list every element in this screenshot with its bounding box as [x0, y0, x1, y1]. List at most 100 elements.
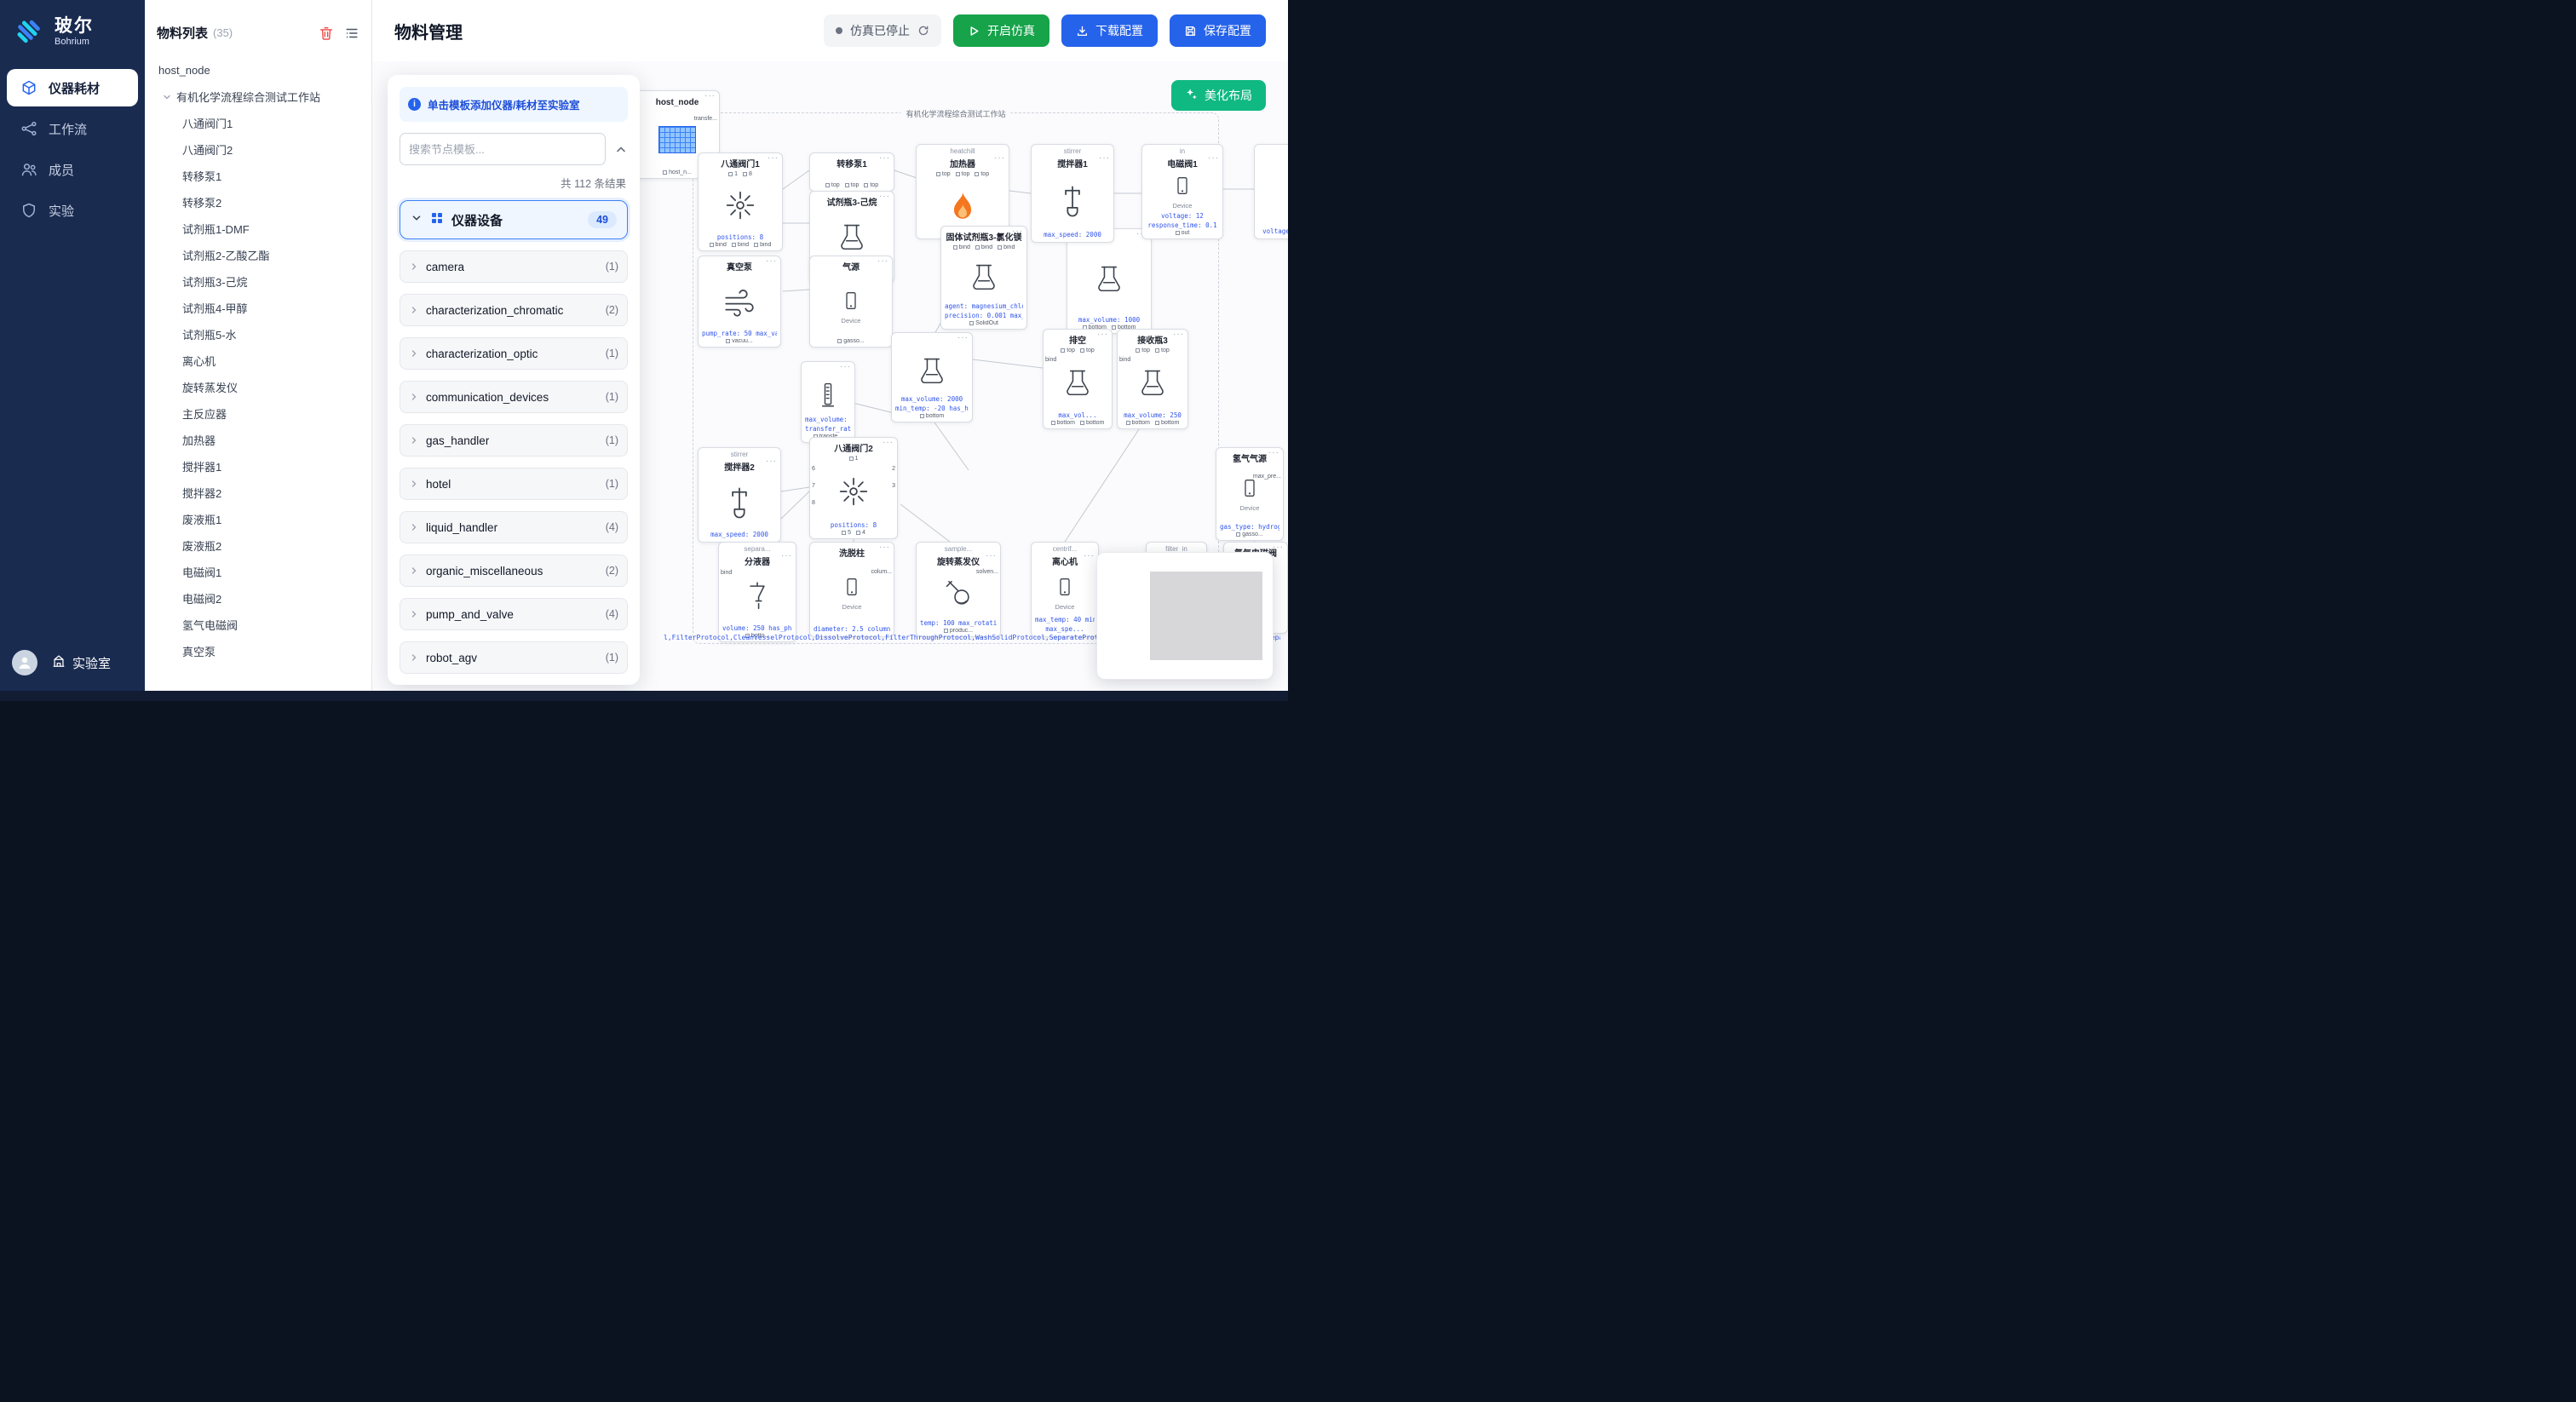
tree-item[interactable]: 试剂瓶3-己烷 [145, 268, 371, 295]
node-menu-icon[interactable]: ··· [840, 362, 851, 371]
node-port[interactable]: gasso... [1236, 531, 1263, 537]
nav-item-members[interactable]: 成员 [7, 151, 138, 188]
canvas-node-真空泵[interactable]: 真空泵···pump_rate: 50 max_vacuum: 0.1vacuu… [698, 256, 781, 348]
node-port[interactable]: bind [975, 244, 992, 250]
category-characterization_chromatic[interactable]: characterization_chromatic(2) [400, 294, 628, 326]
node-port[interactable]: top [955, 171, 969, 177]
tree-item[interactable]: 搅拌器1 [145, 453, 371, 480]
node-menu-icon[interactable]: ··· [768, 153, 779, 163]
tree-item[interactable]: 试剂瓶1-DMF [145, 215, 371, 242]
brand-logo[interactable]: 玻尔 Bohrium [0, 0, 145, 66]
node-port[interactable]: SolidOut [969, 320, 998, 326]
node-menu-icon[interactable]: ··· [877, 256, 888, 266]
canvas-node[interactable]: ···max_volume: 25transfer_rate: 10transf… [801, 361, 855, 443]
category-gas_handler[interactable]: gas_handler(1) [400, 424, 628, 457]
nav-item-workflow[interactable]: 工作流 [7, 110, 138, 147]
delete-icon[interactable] [319, 26, 334, 41]
category-liquid_handler[interactable]: liquid_handler(4) [400, 511, 628, 543]
node-port[interactable]: top [1061, 348, 1075, 353]
node-port[interactable]: bind [998, 244, 1015, 250]
list-layout-icon[interactable] [344, 26, 359, 41]
canvas-node-分液器[interactable]: separa...分液器···volume: 250 has_phases: t… [718, 542, 796, 642]
node-menu-icon[interactable]: ··· [1084, 551, 1095, 561]
tree-item[interactable]: host_node [145, 57, 371, 83]
node-port[interactable]: 1 [728, 171, 738, 177]
node-port[interactable]: top [1155, 348, 1170, 353]
tree-item[interactable]: 试剂瓶2-乙酸乙酯 [145, 242, 371, 268]
node-port[interactable]: bottom [919, 413, 944, 419]
tree-item[interactable]: 电磁阀1 [145, 559, 371, 585]
tree-item[interactable]: 八通阀门2 [145, 136, 371, 163]
tree-item[interactable]: 主反应器 [145, 400, 371, 427]
node-port[interactable]: host_n... [663, 170, 692, 175]
node-port[interactable]: bottom [1155, 420, 1179, 426]
tree-item[interactable]: 电磁阀2 [145, 585, 371, 612]
node-port[interactable]: bottom [1080, 420, 1104, 426]
category-characterization_optic[interactable]: characterization_optic(1) [400, 337, 628, 370]
node-port[interactable]: produc... [943, 628, 973, 634]
node-port[interactable]: bottom [1125, 420, 1150, 426]
node-port[interactable]: 8 [743, 171, 752, 177]
tree-item[interactable]: 加热器 [145, 427, 371, 453]
chevron-down-icon[interactable] [162, 92, 172, 102]
tree-item[interactable]: 搅拌器2 [145, 480, 371, 506]
node-port[interactable]: 1 [848, 456, 858, 462]
category-hotel[interactable]: hotel(1) [400, 468, 628, 500]
tree-item[interactable]: 废液瓶1 [145, 506, 371, 532]
node-port[interactable]: 5 [842, 530, 851, 536]
tree-item[interactable]: 废液瓶2 [145, 532, 371, 559]
node-port[interactable]: bottom [1050, 420, 1075, 426]
node-port[interactable]: bind [952, 244, 970, 250]
tree-item[interactable]: 转移泵1 [145, 163, 371, 189]
node-port[interactable]: bind [754, 242, 771, 248]
node-menu-icon[interactable]: ··· [766, 457, 777, 467]
node-port[interactable]: top [935, 171, 951, 177]
tree-item[interactable]: 有机化学流程综合测试工作站 [145, 83, 371, 110]
download-config-button[interactable]: 下载配置 [1061, 14, 1158, 47]
nav-item-experiments[interactable]: 实验 [7, 192, 138, 229]
tree-item[interactable]: 八通阀门1 [145, 110, 371, 136]
node-port[interactable]: top [975, 171, 989, 177]
node-menu-icon[interactable]: ··· [883, 438, 894, 447]
nav-item-instruments[interactable]: 仪器耗材 [7, 69, 138, 106]
collapse-chevron-icon[interactable] [614, 142, 628, 156]
node-port[interactable]: bind [709, 242, 727, 248]
node-menu-icon[interactable]: ··· [1268, 448, 1279, 457]
node-port[interactable]: 4 [856, 530, 865, 536]
node-port[interactable]: top [864, 182, 878, 188]
category-organic_miscellaneous[interactable]: organic_miscellaneous(2) [400, 554, 628, 587]
template-search-input[interactable] [400, 133, 606, 165]
save-config-button[interactable]: 保存配置 [1170, 14, 1266, 47]
tree-item[interactable]: 试剂瓶5-水 [145, 321, 371, 348]
node-menu-icon[interactable]: ··· [957, 333, 969, 342]
minimap[interactable] [1096, 552, 1274, 680]
node-port[interactable]: bottom [1112, 325, 1136, 330]
node-menu-icon[interactable]: ··· [1208, 153, 1219, 164]
tree-item[interactable]: 试剂瓶4-甲醇 [145, 295, 371, 321]
category-pump_and_valve[interactable]: pump_and_valve(4) [400, 598, 628, 630]
category-camera[interactable]: camera(1) [400, 250, 628, 283]
tree-item[interactable]: 氢气电磁阀 [145, 612, 371, 638]
avatar[interactable] [12, 650, 37, 675]
start-simulation-button[interactable]: 开启仿真 [953, 14, 1049, 47]
node-menu-icon[interactable]: ··· [1173, 330, 1184, 339]
group-instrument-devices[interactable]: 仪器设备 49 [400, 200, 628, 239]
category-robot_agv[interactable]: robot_agv(1) [400, 641, 628, 674]
tree-item[interactable]: 旋转蒸发仪 [145, 374, 371, 400]
node-menu-icon[interactable]: ··· [781, 551, 792, 561]
node-menu-icon[interactable]: ··· [1273, 543, 1284, 552]
refresh-icon[interactable] [917, 25, 929, 37]
